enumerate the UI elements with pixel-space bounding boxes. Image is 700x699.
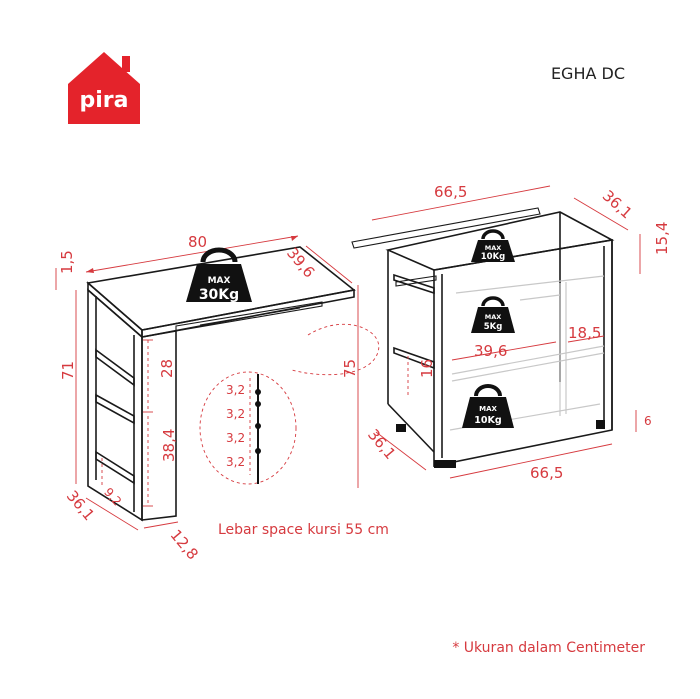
svg-text:MAX: MAX <box>208 276 231 286</box>
svg-text:MAX: MAX <box>479 405 497 413</box>
hole-spacing-detail: 3,2 3,2 3,2 3,2 <box>199 323 380 485</box>
svg-text:MAX: MAX <box>485 244 502 252</box>
pira-logo: pira <box>68 52 140 124</box>
desk-base-height-label: 9,2 <box>101 485 124 509</box>
weight-icon <box>200 247 238 263</box>
cabinet-load-bottom-label: 10Kg <box>474 415 501 426</box>
cabinet-weight-bottom: MAX 10Kg <box>462 384 514 428</box>
cabinet-bottom-depth-label: 36,1 <box>364 426 399 463</box>
weight-icon <box>481 296 505 307</box>
cabinet-top-width-label: 66,5 <box>434 183 467 201</box>
desk-weight-badge: MAX 30Kg <box>186 247 252 303</box>
desk-load-label: 30Kg <box>199 287 239 303</box>
desk-shelf-top-label: 28 <box>158 359 176 378</box>
cabinet-logo-badge <box>596 420 605 429</box>
cabinet-weight-top: MAX 10Kg <box>471 229 515 262</box>
cabinet-dimensions: 66,5 36,1 15,4 39,6 18,5 16 75 36,1 66,5… <box>341 183 671 488</box>
cabinet-bottom-width-label: 66,5 <box>530 464 563 482</box>
desk-side-width-label: 12,8 <box>167 526 202 563</box>
desk-side-depth-label: 36,1 <box>63 487 98 524</box>
product-code: EGHA DC <box>551 64 625 83</box>
logo-text: pira <box>80 88 129 113</box>
cabinet-drawing <box>351 207 615 468</box>
desk-shelf-bottom-label: 38,4 <box>160 429 178 462</box>
cabinet-total-height-label: 75 <box>341 359 359 378</box>
desk-width-label: 80 <box>188 233 207 251</box>
cabinet-compartment-width-label: 18,5 <box>568 324 601 342</box>
cabinet-inner-width-label: 39,6 <box>474 342 507 360</box>
cabinet-top-height-label: 15,4 <box>653 222 671 255</box>
hole-spacing-3: 3,2 <box>226 431 245 445</box>
weight-icon <box>481 229 505 240</box>
cabinet-top-depth-label: 36,1 <box>599 187 636 223</box>
cabinet-weight-middle: MAX 5Kg <box>471 296 515 333</box>
chair-space-note: Lebar space kursi 55 cm <box>218 522 389 538</box>
desk-top-thickness-label: 1,5 <box>58 250 76 274</box>
cabinet-load-top-label: 10Kg <box>481 252 506 262</box>
cabinet-base-height-label: 6 <box>644 414 652 428</box>
hole-spacing-4: 3,2 <box>226 455 245 469</box>
weight-icon <box>474 384 502 397</box>
cabinet-gap-label: 16 <box>418 359 436 378</box>
footnote: * Ukuran dalam Centimeter <box>452 640 645 656</box>
desk-height-label: 71 <box>59 361 77 380</box>
hole-spacing-1: 3,2 <box>226 383 245 397</box>
cabinet-load-middle-label: 5Kg <box>484 322 503 332</box>
hole-spacing-2: 3,2 <box>226 407 245 421</box>
desk-drawing <box>86 246 356 522</box>
svg-text:MAX: MAX <box>485 313 502 321</box>
